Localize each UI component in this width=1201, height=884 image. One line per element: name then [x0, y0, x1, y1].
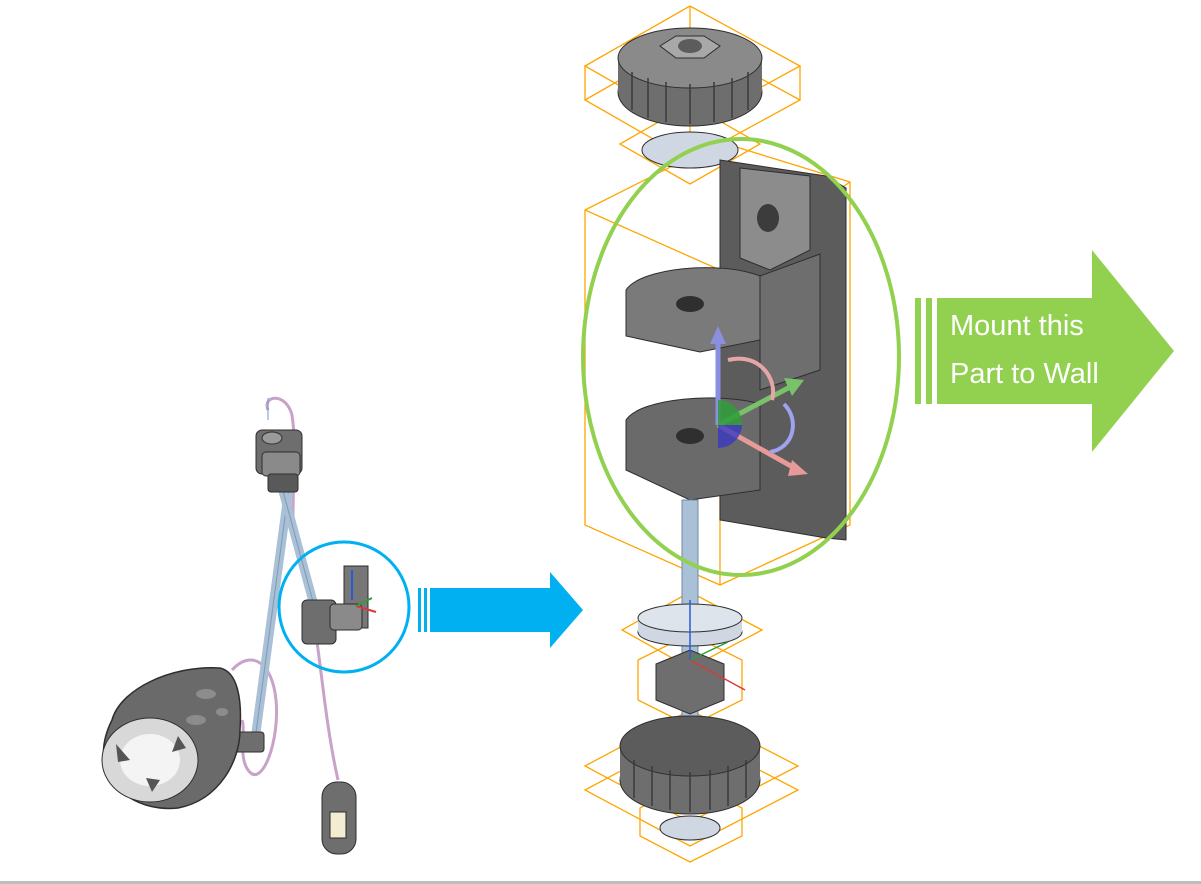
callout-label: Mount this Part to Wall [950, 302, 1150, 398]
right-arrow-icon [418, 572, 583, 648]
callout-line-1: Mount this [950, 310, 1084, 342]
right-arrow-icon [915, 250, 1174, 452]
selection-highlight-ellipse [581, 137, 901, 577]
axis-triad-icon [689, 600, 746, 691]
axis-triad-icon[interactable] [710, 326, 808, 476]
divider [0, 881, 1201, 884]
bracket-part-detail[interactable] [581, 5, 901, 863]
selection-highlight-circle [277, 540, 411, 674]
callout-line-2: Part to Wall [950, 358, 1099, 390]
lamp-assembly-icon[interactable] [101, 396, 411, 855]
